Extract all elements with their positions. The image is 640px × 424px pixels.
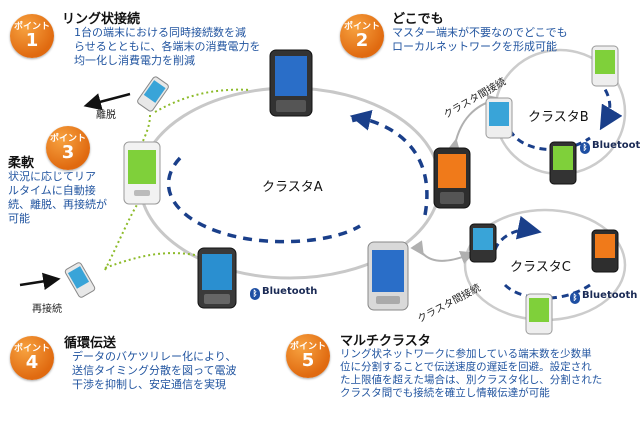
bluetooth-main-text: Bluetooth: [262, 286, 318, 297]
phone-c-right: [591, 229, 619, 273]
point-2-title: どこでも: [392, 12, 444, 27]
point-5-line: た上限値を超えた場合は、別クラスタ化し、分割された: [340, 374, 603, 386]
point-3-title: 柔軟: [8, 156, 35, 171]
point-4-number: 4: [25, 352, 39, 373]
phone-top: [269, 49, 313, 117]
point-3-line: 可能: [8, 212, 30, 225]
point-2-body: マスター端末が不要なのでどこでも ローカルネットワークを形成可能: [392, 26, 568, 54]
phone-bottom-left: [197, 247, 237, 309]
point-2-badge: ポイント 2: [340, 14, 384, 58]
reconnect-arrow: [19, 272, 61, 290]
bluetooth-b-text: Bluetooth: [592, 140, 640, 151]
point-5-title: マルチクラスタ: [340, 334, 431, 349]
link-reconnect: [104, 252, 196, 269]
point-5-body: リング状ネットワークに参加している端末数を少数単 位に分割することで伝送速度の遅…: [340, 348, 602, 400]
point-5-line: クラスタ間でも接続を確立し情報伝達が可能: [340, 387, 550, 399]
inter-cluster-arrow-bottom: [410, 240, 475, 265]
phone-c-bottom: [525, 293, 553, 335]
phone-c-top: [469, 223, 497, 263]
point-5-line: 位に分割することで伝送速度の遅延を回避。設定され: [340, 361, 592, 373]
cluster-b-label: クラスタB: [528, 110, 589, 125]
phone-b-top: [591, 45, 619, 87]
bluetooth-c-text: Bluetooth: [582, 290, 638, 301]
point-2-line: マスター端末が不要なのでどこでも: [392, 26, 568, 39]
point-4-line: 送信タイミング分散を図って電波: [72, 364, 237, 377]
phone-b-left: [485, 97, 513, 139]
cluster-c-label: クラスタC: [510, 260, 571, 275]
bluetooth-icon: ᛒ: [570, 292, 580, 304]
point-1-number: 1: [25, 30, 39, 51]
phone-b-bottom: [549, 141, 577, 185]
point-4-line: データのバケツリレー化により、: [72, 350, 237, 363]
point-4-line: 干渉を抑制し、安定通信を実現: [72, 378, 226, 391]
leave-label: 離脱: [96, 110, 116, 121]
point-1-body: 1台の端末における同時接続数を減 らせるとともに、各端末の消費電力を 均一化し消…: [74, 26, 260, 68]
point-1-line: 均一化し消費電力を削減: [74, 54, 195, 67]
bluetooth-icon: ᛒ: [580, 142, 590, 154]
link-leave: [154, 88, 251, 113]
point-3-badge: ポイント 3: [46, 126, 90, 170]
point-3-badge-label: ポイント: [49, 134, 86, 144]
point-1-title: リング状接続: [62, 12, 141, 27]
point-4-title: 循環伝送: [64, 336, 117, 351]
phone-right: [433, 147, 471, 209]
point-2-number: 2: [355, 30, 369, 51]
point-3-line: 状況に応じてリア: [8, 170, 96, 183]
ring-arrow-top-tail: [351, 115, 361, 123]
point-1-badge-label: ポイント: [13, 22, 50, 32]
point-3-line: 続、離脱、再接続が: [8, 198, 107, 211]
point-2-badge-label: ポイント: [343, 22, 380, 32]
point-3-line: ルタイムに自動接: [8, 184, 96, 197]
point-3-body: 状況に応じてリア ルタイムに自動接 続、離脱、再接続が 可能: [8, 170, 107, 226]
phone-left: [123, 141, 161, 205]
cluster-a-label: クラスタA: [262, 180, 323, 195]
point-1-line: らせるとともに、各端末の消費電力を: [74, 40, 261, 53]
point-5-badge-label: ポイント: [289, 342, 326, 352]
point-1-line: 1台の端末における同時接続数を減: [74, 26, 246, 39]
point-5-badge: ポイント 5: [286, 334, 330, 378]
point-3-number: 3: [61, 142, 75, 163]
point-5-line: リング状ネットワークに参加している端末数を少数単: [340, 348, 592, 360]
point-4-badge: ポイント 4: [10, 336, 54, 380]
reconnect-label: 再接続: [32, 304, 62, 315]
point-4-body: データのバケツリレー化により、 送信タイミング分散を図って電波 干渉を抑制し、安…: [72, 350, 236, 392]
cluster-c-arrow2: [493, 215, 542, 251]
link-reconnect2: [104, 199, 141, 271]
phone-reconnecting: [64, 262, 96, 298]
leave-arrow: [83, 92, 131, 111]
ring-arrow-bottom: [166, 156, 361, 244]
bluetooth-icon: ᛒ: [250, 288, 260, 300]
point-1-badge: ポイント 1: [10, 14, 54, 58]
phone-bottom-right: [367, 241, 409, 311]
point-4-badge-label: ポイント: [13, 344, 50, 354]
phone-leaving: [137, 76, 169, 112]
point-5-number: 5: [301, 350, 315, 371]
point-2-line: ローカルネットワークを形成可能: [392, 40, 557, 53]
ring-arrow-top: [349, 110, 429, 216]
